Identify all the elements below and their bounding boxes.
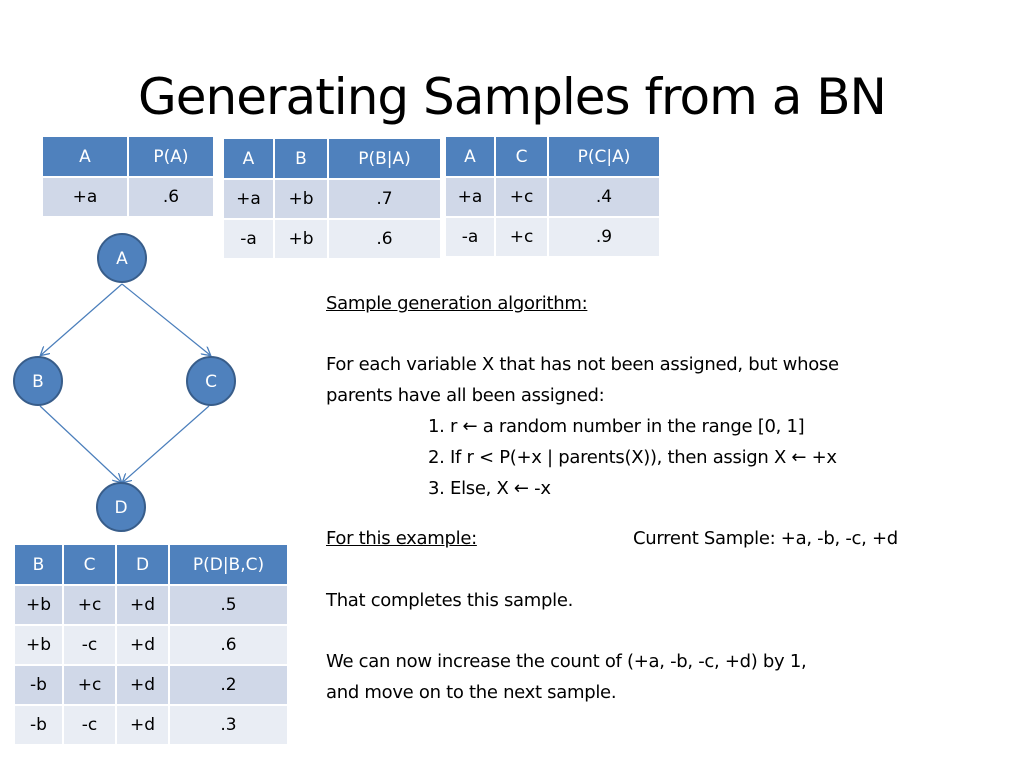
cpt-table-d: B C D P(D|B,C) +b +c +d .5 +b -c +d .6 -…: [13, 543, 289, 746]
table-cell: +d: [115, 704, 170, 746]
column-header: A: [222, 137, 275, 180]
table-cell: +a: [222, 178, 275, 220]
table-cell: -a: [222, 218, 275, 260]
column-header: D: [115, 543, 170, 586]
increase-line-2: and move on to the next sample.: [326, 682, 617, 703]
table-cell: +c: [494, 176, 549, 218]
column-header: B: [13, 543, 64, 586]
table-row: +b +c +d .5: [13, 584, 289, 626]
table-row: -b -c +d .3: [13, 704, 289, 746]
cpt-table-b: A B P(B|A) +a +b .7 -a +b .6: [222, 137, 442, 260]
node-b-label: B: [32, 372, 44, 392]
edge-b-d: [39, 405, 121, 482]
table-cell: .2: [168, 664, 289, 706]
table-cell: +d: [115, 664, 170, 706]
table-cell: .4: [547, 176, 661, 218]
table-header-row: A P(A): [41, 135, 215, 178]
table-cell: +d: [115, 584, 170, 626]
table-cell: +c: [62, 584, 117, 626]
table-cell: +b: [273, 218, 329, 260]
table-cell: +b: [13, 624, 64, 666]
table-cell: -b: [13, 704, 64, 746]
table-row: +a .6: [41, 176, 215, 218]
table-row: -a +b .6: [222, 218, 442, 260]
table-cell: .6: [327, 218, 442, 260]
algorithm-step-2: 2. If r < P(+x | parents(X)), then assig…: [428, 447, 837, 468]
algorithm-step-1: 1. r ← a random number in the range [0, …: [428, 416, 805, 437]
table-cell: +b: [13, 584, 64, 626]
column-header: P(D|B,C): [168, 543, 289, 586]
slide-title: Generating Samples from a BN: [138, 68, 887, 126]
table-cell: +a: [444, 176, 496, 218]
table-row: -a +c .9: [444, 216, 661, 258]
column-header: P(B|A): [327, 137, 442, 180]
column-header: A: [444, 135, 496, 178]
table-cell: .5: [168, 584, 289, 626]
table-row: +a +c .4: [444, 176, 661, 218]
increase-line-1: We can now increase the count of (+a, -b…: [326, 651, 807, 672]
completes-text: That completes this sample.: [326, 590, 574, 611]
edge-a-b: [41, 283, 123, 355]
table-cell: +c: [494, 216, 549, 258]
cpt-table-a: A P(A) +a .6: [41, 135, 215, 218]
column-header: B: [273, 137, 329, 180]
column-header: C: [62, 543, 117, 586]
table-cell: +a: [41, 176, 129, 218]
column-header: C: [494, 135, 549, 178]
table-cell: +b: [273, 178, 329, 220]
node-b: [13, 356, 63, 406]
table-cell: -a: [444, 216, 496, 258]
node-d-label: D: [114, 498, 127, 518]
node-a-label: A: [116, 249, 128, 269]
table-cell: -c: [62, 624, 117, 666]
column-header: P(C|A): [547, 135, 661, 178]
table-cell: .6: [168, 624, 289, 666]
table-header-row: A B P(B|A): [222, 137, 442, 180]
table-row: +a +b .7: [222, 178, 442, 220]
table-row: +b -c +d .6: [13, 624, 289, 666]
table-cell: .9: [547, 216, 661, 258]
algorithm-line-2: parents have all been assigned:: [326, 385, 605, 406]
node-d: [96, 482, 146, 532]
table-cell: .7: [327, 178, 442, 220]
table-cell: +c: [62, 664, 117, 706]
table-cell: -c: [62, 704, 117, 746]
algorithm-step-3: 3. Else, X ← -x: [428, 478, 551, 499]
edge-a-c: [121, 283, 210, 355]
table-header-row: B C D P(D|B,C): [13, 543, 289, 586]
bayes-net-graph: A B C D: [13, 233, 236, 532]
table-cell: .3: [168, 704, 289, 746]
edge-c-d: [123, 405, 210, 482]
node-c-label: C: [205, 372, 217, 392]
table-row: -b +c +d .2: [13, 664, 289, 706]
column-header: P(A): [127, 135, 215, 178]
table-header-row: A C P(C|A): [444, 135, 661, 178]
table-cell: +d: [115, 624, 170, 666]
node-c: [186, 356, 236, 406]
node-a: [97, 233, 147, 283]
column-header: A: [41, 135, 129, 178]
table-cell: -b: [13, 664, 64, 706]
cpt-table-c: A C P(C|A) +a +c .4 -a +c .9: [444, 135, 661, 258]
example-heading: For this example:: [326, 528, 477, 549]
algorithm-line-1: For each variable X that has not been as…: [326, 354, 839, 375]
current-sample: Current Sample: +a, -b, -c, +d: [633, 528, 898, 549]
algorithm-heading: Sample generation algorithm:: [326, 293, 588, 314]
table-cell: .6: [127, 176, 215, 218]
